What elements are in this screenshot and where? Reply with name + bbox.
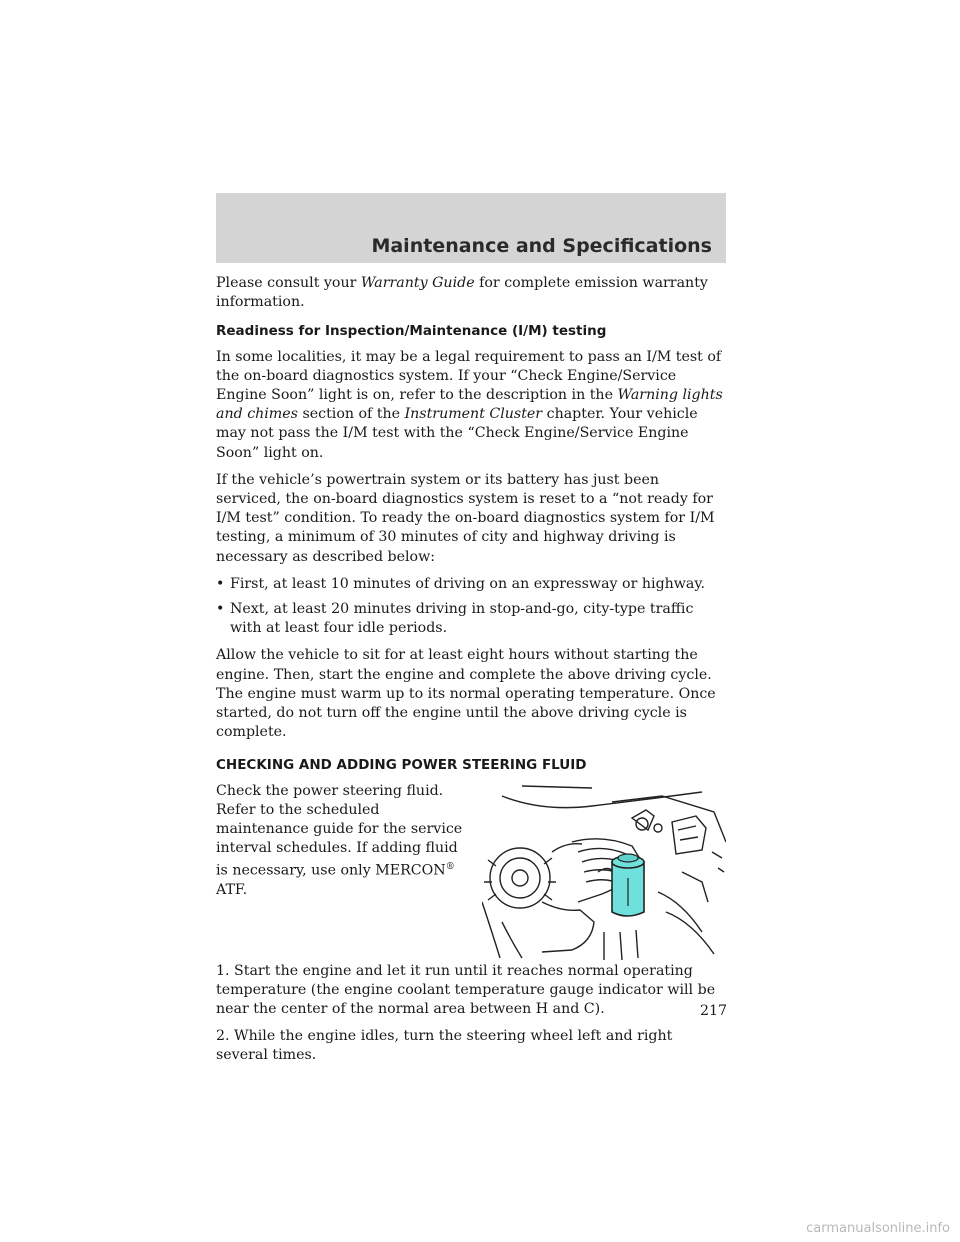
im-paragraph-1: In some localities, it may be a legal re… <box>216 348 726 463</box>
im-testing-heading: Readiness for Inspection/Maintenance (I/… <box>216 323 607 340</box>
page-number: 217 <box>700 1003 728 1019</box>
power-steering-reservoir <box>597 853 645 917</box>
page-content: Please consult your Warranty Guide for c… <box>216 274 727 1074</box>
text-span: section of the <box>297 406 405 423</box>
text-span: In some localities, it may be a legal re… <box>216 348 722 404</box>
power-steering-heading: CHECKING AND ADDING POWER STEERING FLUID <box>216 757 587 774</box>
section-title: Maintenance and Specifications <box>371 235 712 257</box>
list-item: • Next, at least 20 minutes driving in st… <box>216 600 726 638</box>
site-watermark: carmanualsonline.info <box>806 1221 950 1236</box>
warranty-guide-title: Warranty Guide <box>360 275 475 291</box>
im-paragraph-3: Allow the vehicle to sit for at least ei… <box>216 647 716 741</box>
text-span: chapter. Your vehicle may not pass the I… <box>216 406 698 461</box>
power-steering-intro-text: Check the power steering fluid. Refer to… <box>216 782 466 901</box>
warning-lights-ref: Warning lights and chimes <box>216 387 723 423</box>
text-span: for complete emission warranty informati… <box>216 275 708 311</box>
engine-bay-illustration <box>481 782 727 962</box>
bullet-icon: • <box>216 575 225 592</box>
im-paragraph-2: If the vehicle’s powertrain system or it… <box>216 471 715 565</box>
text-span: ATF. <box>216 882 248 899</box>
step-2: 2. While the engine idles, turn the stee… <box>216 1028 673 1064</box>
list-item-text: Next, at least 20 minutes driving in sto… <box>230 601 694 637</box>
bullet-icon: • <box>216 601 225 618</box>
warranty-paragraph: Please consult your Warranty Guide for c… <box>216 274 726 312</box>
instrument-cluster-ref: Instrument Cluster <box>404 406 543 423</box>
step-1: 1. Start the engine and let it run until… <box>216 962 716 1018</box>
text-span: Check the power steering fluid. Refer to… <box>216 782 463 880</box>
power-steering-intro: Check the power steering fluid. Refer to… <box>216 782 727 962</box>
text-span: Please consult your <box>216 275 361 291</box>
driving-cycle-list: • First, at least 10 minutes of driving o… <box>216 575 726 639</box>
registered-mark: ® <box>445 862 455 873</box>
list-item-text: First, at least 10 minutes of driving on… <box>230 575 706 592</box>
list-item: • First, at least 10 minutes of driving o… <box>216 575 726 594</box>
engine-illustration-svg <box>481 784 727 960</box>
section-header-band: Maintenance and Specifications <box>216 193 726 263</box>
